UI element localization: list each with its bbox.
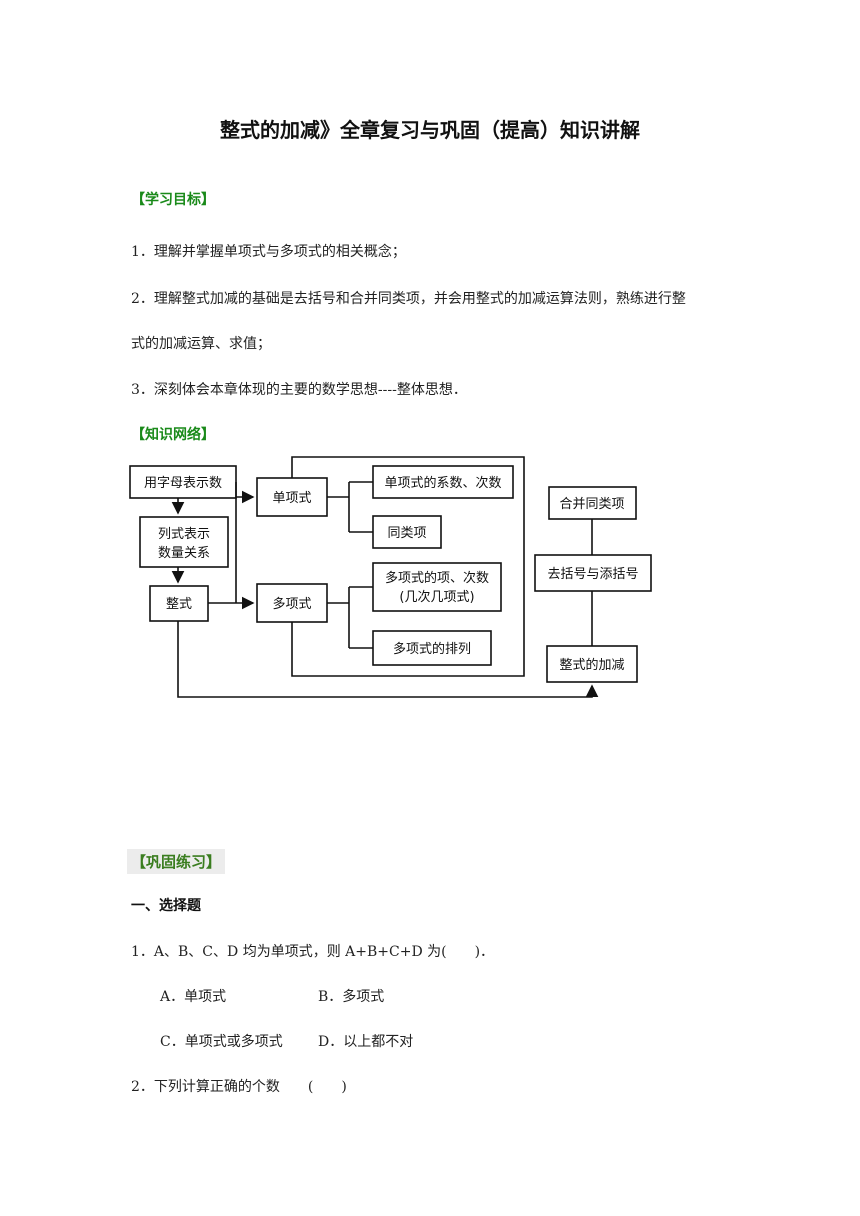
node-like-terms: 同类项: [387, 526, 426, 541]
node-addsub: 整式的加减: [559, 657, 624, 673]
q1-option-a: A．单项式: [160, 989, 227, 1005]
goals-heading: 【学习目标】: [131, 192, 215, 208]
node-expr-box: [139, 516, 229, 568]
node-poly-terms-line2: (几次几项式): [399, 589, 474, 605]
section-choice-heading: 一、选择题: [131, 898, 201, 914]
node-integral: 整式: [166, 597, 192, 612]
knowledge-network-diagram: 用字母表示数 列式表示 数量关系 整式 单项式 多项式 单项式的系数、次数 同类…: [129, 456, 652, 698]
practice-heading: 【巩固练习】: [127, 849, 226, 874]
q1-option-c: C．单项式或多项式: [160, 1034, 283, 1050]
goal-item-2: 2．理解整式加减的基础是去括号和合并同类项，并会用整式的加减运算法则，熟练进行整: [131, 291, 686, 307]
goal-item-1: 1．理解并掌握单项式与多项式的相关概念；: [131, 244, 406, 260]
question-2: 2．下列计算正确的个数 ( ): [131, 1079, 347, 1095]
q1-option-d: D．以上都不对: [318, 1034, 414, 1050]
node-poly-terms-line1: 多项式的项、次数: [385, 570, 489, 586]
page-title: 整式的加减》全章复习与巩固（提高）知识讲解: [220, 118, 640, 142]
node-combine: 合并同类项: [559, 497, 624, 512]
node-poly-order: 多项式的排列: [393, 641, 471, 657]
network-heading: 【知识网络】: [131, 427, 215, 443]
node-brackets: 去括号与添括号: [547, 567, 638, 582]
node-expr-line1: 列式表示: [158, 527, 210, 542]
node-mono: 单项式: [272, 491, 311, 506]
goal-item-3: 3．深刻体会本章体现的主要的数学思想----整体思想．: [131, 382, 467, 398]
node-letters: 用字母表示数: [144, 476, 222, 491]
goal-item-2-cont: 式的加减运算、求值；: [131, 336, 271, 352]
node-brackets-box: [534, 554, 652, 592]
node-poly: 多项式: [272, 596, 311, 612]
question-1: 1．A、B、C、D 均为单项式，则 A+B+C+D 为( )．: [131, 944, 495, 960]
node-expr-line2: 数量关系: [158, 546, 210, 561]
q1-option-b: B．多项式: [318, 989, 385, 1005]
node-mono-coef: 单项式的系数、次数: [384, 475, 501, 491]
